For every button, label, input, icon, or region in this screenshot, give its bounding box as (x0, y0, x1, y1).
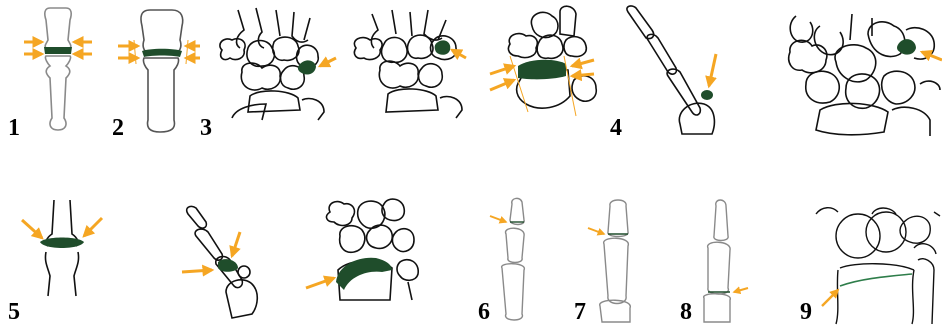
panel-2-lesion (142, 49, 182, 57)
panel-4-metacarpal (679, 103, 714, 134)
panel-6-finger (502, 198, 525, 320)
panel-2-finger-joint (141, 10, 183, 132)
panel-label-8: 8 (680, 300, 692, 324)
panel-4-arrow (709, 54, 716, 86)
panel-label-3: 3 (200, 116, 212, 140)
panel-label-1: 1 (8, 116, 20, 140)
panel-label-4: 4 (610, 116, 622, 140)
panel-5c-arrow (306, 278, 334, 288)
panel-5-arrows (22, 218, 102, 238)
panel-9-arrow (822, 290, 838, 306)
panel-4-lesion (701, 90, 713, 100)
panel-1-finger-joint (45, 8, 71, 130)
panel-5b-lesion (218, 259, 238, 272)
panel-label-2: 2 (112, 116, 124, 140)
panel-3a-arrow (320, 58, 336, 66)
panel-8-finger (704, 200, 731, 322)
panel-8-arrow (734, 288, 748, 292)
panel-label-5: 5 (8, 300, 20, 324)
panel-3a-lesion (298, 60, 316, 74)
panel-4b-carpal-closeup (789, 14, 940, 136)
panel-6-arrow (490, 216, 506, 222)
panel-3b-lesion (435, 40, 451, 54)
panel-4-distal-phalanx (627, 6, 654, 39)
panel-3b-wrist-carpals (354, 10, 462, 118)
panel-7-arrow (588, 228, 604, 234)
panel-5c-lesion (336, 258, 392, 290)
panel-4-middle-phalanx (647, 34, 676, 74)
panel-5-lesion (40, 238, 84, 249)
panel-2-middle-phalanx (143, 58, 178, 132)
panel-4-proximal-phalanx (667, 69, 700, 115)
panel-2-guide-left (134, 40, 136, 64)
panel-4-finger-lateral (627, 6, 714, 134)
panel-2-proximal-phalanx (141, 10, 183, 52)
panel-1-lesion (44, 47, 72, 54)
panel-label-7: 7 (574, 300, 586, 324)
panel-3c-lesion (518, 60, 566, 80)
panel-5-lower-bone (45, 252, 50, 296)
panel-label-6: 6 (478, 300, 490, 324)
panel-2-guide-right (186, 40, 188, 64)
panel-1-middle-phalanx (45, 56, 70, 130)
panel-7-finger (600, 200, 631, 322)
panel-4b-lesion (897, 39, 916, 55)
panel-9-wrist (816, 208, 940, 324)
panel-9-mark (840, 274, 912, 286)
panel-1-proximal-phalanx (45, 8, 71, 48)
panel-label-9: 9 (800, 300, 812, 324)
